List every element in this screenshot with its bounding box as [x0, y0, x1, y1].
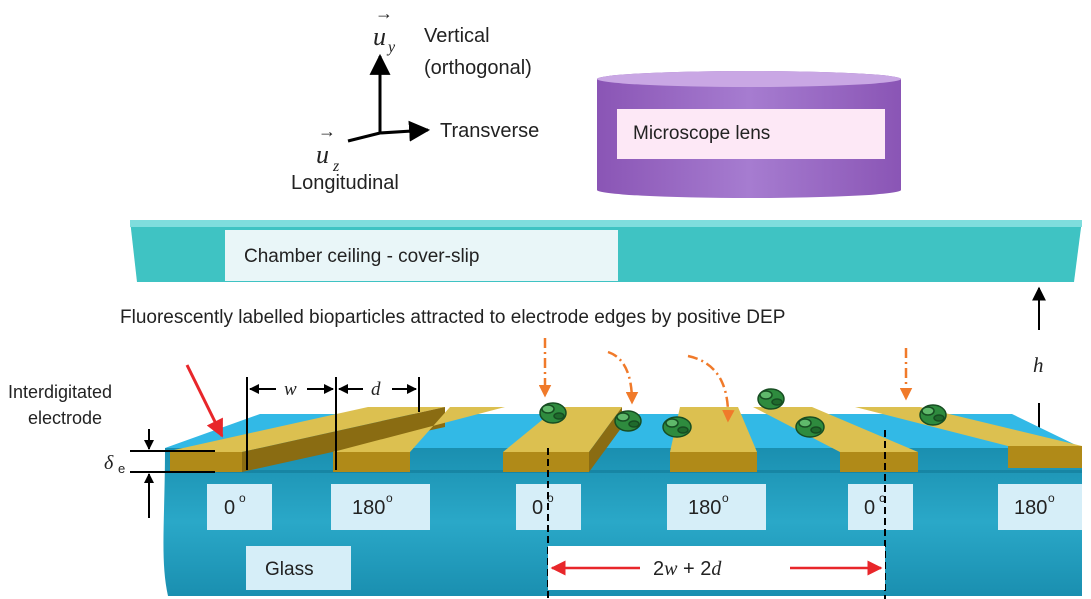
svg-text:180: 180 — [352, 497, 385, 519]
electrode-5 — [753, 407, 918, 472]
uy-vector-arrow: → — [375, 3, 393, 23]
svg-text:0: 0 — [532, 497, 543, 519]
coordinate-axes: u → y Vertical (orthogonal) Transverse u… — [291, 3, 539, 194]
electrode-3 — [503, 407, 622, 472]
electrode-pointer-arrow — [185, 364, 224, 438]
w-label: w — [284, 379, 297, 400]
lens-label-box — [617, 109, 885, 159]
phase-label-4: 180 o — [667, 484, 766, 530]
bioparticles — [539, 388, 947, 438]
h-label: h — [1033, 353, 1044, 377]
uy-label: u — [373, 22, 386, 51]
glass-label-box — [246, 546, 351, 590]
phase-label-1: 0 o — [207, 484, 272, 530]
electrode-label-line2: electrode — [28, 408, 102, 428]
glass-label: Glass — [265, 559, 314, 580]
svg-text:o: o — [879, 491, 886, 505]
phase-labels: 0 o 180 o 0 o 180 o 0 o 180 o — [207, 484, 1082, 530]
electrode-1 — [165, 407, 445, 472]
phase-label-5: 0 o — [848, 484, 913, 530]
electrode-label-line1: Interdigitated — [8, 382, 112, 402]
svg-text:0: 0 — [224, 497, 235, 519]
z-axis-line — [347, 131, 381, 143]
delta-subscript: e — [118, 461, 125, 476]
svg-text:o: o — [386, 491, 393, 505]
uz-vector-arrow: → — [318, 121, 336, 141]
svg-text:o: o — [722, 491, 729, 505]
particle — [662, 416, 692, 438]
phase-label-6: 180 o — [998, 484, 1082, 530]
transverse-label: Transverse — [440, 120, 539, 142]
vertical-orthogonal-label: (orthogonal) — [424, 57, 532, 79]
period-dimension: 2w + 2d — [547, 430, 886, 599]
caption: Fluorescently labelled bioparticles attr… — [120, 307, 785, 328]
uy-subscript: y — [386, 39, 396, 56]
chamber-ceiling: Chamber ceiling - cover-slip — [130, 220, 1082, 282]
x-axis-arrow — [379, 120, 431, 142]
particle — [757, 388, 785, 410]
electrode-6 — [855, 407, 1082, 468]
ceiling-label: Chamber ceiling - cover-slip — [244, 246, 479, 267]
uz-subscript: z — [332, 158, 340, 175]
svg-text:o: o — [1048, 491, 1055, 505]
microscope-lens: Microscope lens — [597, 71, 901, 198]
phase-label-2: 180 o — [331, 484, 430, 530]
electrode-2 — [333, 407, 505, 472]
svg-text:o: o — [239, 491, 246, 505]
delta-label: δ — [104, 452, 114, 474]
svg-text:o: o — [547, 491, 554, 505]
particle — [614, 410, 642, 432]
particle-trajectory-arrows — [538, 338, 913, 423]
particle — [539, 402, 567, 424]
vertical-label: Vertical — [424, 25, 490, 47]
thickness-dimension — [130, 429, 215, 518]
lens-label: Microscope lens — [633, 123, 770, 144]
longitudinal-label: Longitudinal — [291, 172, 399, 194]
svg-text:180: 180 — [1014, 497, 1047, 519]
height-dimension: h — [1032, 286, 1046, 449]
period-label: 2w + 2d — [653, 558, 722, 580]
ceiling-label-box — [225, 230, 618, 281]
uz-label: u — [316, 140, 329, 169]
d-label: d — [371, 379, 381, 400]
svg-text:180: 180 — [688, 497, 721, 519]
svg-text:0: 0 — [864, 497, 875, 519]
electrode-array — [165, 407, 1082, 472]
particle — [795, 416, 825, 438]
w-d-dimensions — [246, 377, 420, 470]
electrode-4 — [670, 407, 757, 472]
particle — [919, 404, 947, 426]
